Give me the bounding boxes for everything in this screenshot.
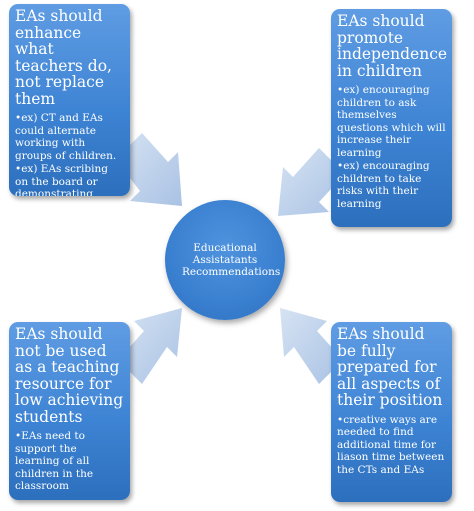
bullet-list: ex) CT and EAs could alternate working w… [15,112,124,196]
arrow-bottom-right [280,308,343,384]
recommendation-box-top-right: EAs should promote independence in child… [331,9,452,227]
box-heading: EAs should promote independence in child… [337,12,448,80]
bullet-item: EAs need to support the learning of all … [15,430,124,493]
arrow-top-left [116,133,182,206]
bullet-item: ex) EAs scribing on the board or demonst… [15,163,124,196]
box-heading: EAs should not be used as a teaching res… [15,325,124,426]
bullet-list: EAs need to support the learning of all … [15,430,124,493]
recommendation-box-top-left: EAs should enhance what teachers do, not… [9,4,130,196]
arrow-top-right [278,148,343,216]
recommendation-box-bottom-right: EAs should be fully prepared for all asp… [331,322,452,502]
recommendation-box-bottom-left: EAs should not be used as a teaching res… [9,322,130,500]
bullet-item: creative ways are needed to find additio… [337,414,446,477]
box-heading: EAs should enhance what teachers do, not… [15,7,112,108]
bullet-item: ex) CT and EAs could alternate working w… [15,112,124,162]
bullet-list: creative ways are needed to find additio… [337,414,446,477]
arrow-bottom-left [118,308,182,384]
center-circle: Educational Assistatants Recommendations [165,200,285,320]
bullet-item: ex) encouraging children to ask themselv… [337,84,446,159]
center-label: Educational Assistatants Recommendations [182,242,281,278]
bullet-list: ex) encouraging children to ask themselv… [337,84,446,210]
box-heading: EAs should be fully prepared for all asp… [337,325,443,409]
bullet-item: ex) encouraging children to take risks w… [337,160,446,210]
